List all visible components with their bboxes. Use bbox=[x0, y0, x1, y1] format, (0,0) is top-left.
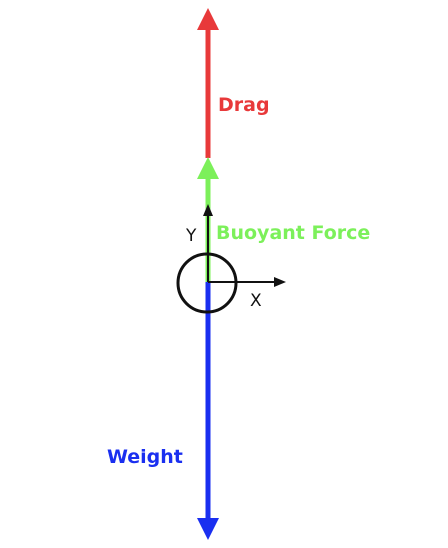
x-axis-label: X bbox=[250, 291, 262, 311]
coordinate-axes bbox=[203, 204, 286, 287]
y-axis-label: Y bbox=[185, 226, 197, 246]
drag-force-arrow bbox=[197, 8, 219, 158]
drag-force-arrowhead bbox=[197, 8, 219, 30]
x-axis-arrowhead bbox=[274, 277, 286, 287]
drag-label: Drag bbox=[218, 94, 270, 116]
weight-force-arrow bbox=[197, 282, 219, 540]
buoyant-force-label: Buoyant Force bbox=[216, 222, 370, 244]
y-axis-arrowhead bbox=[203, 204, 213, 216]
buoyant-force-arrowhead bbox=[197, 157, 219, 179]
weight-label: Weight bbox=[107, 446, 183, 468]
weight-force-arrowhead bbox=[197, 518, 219, 540]
